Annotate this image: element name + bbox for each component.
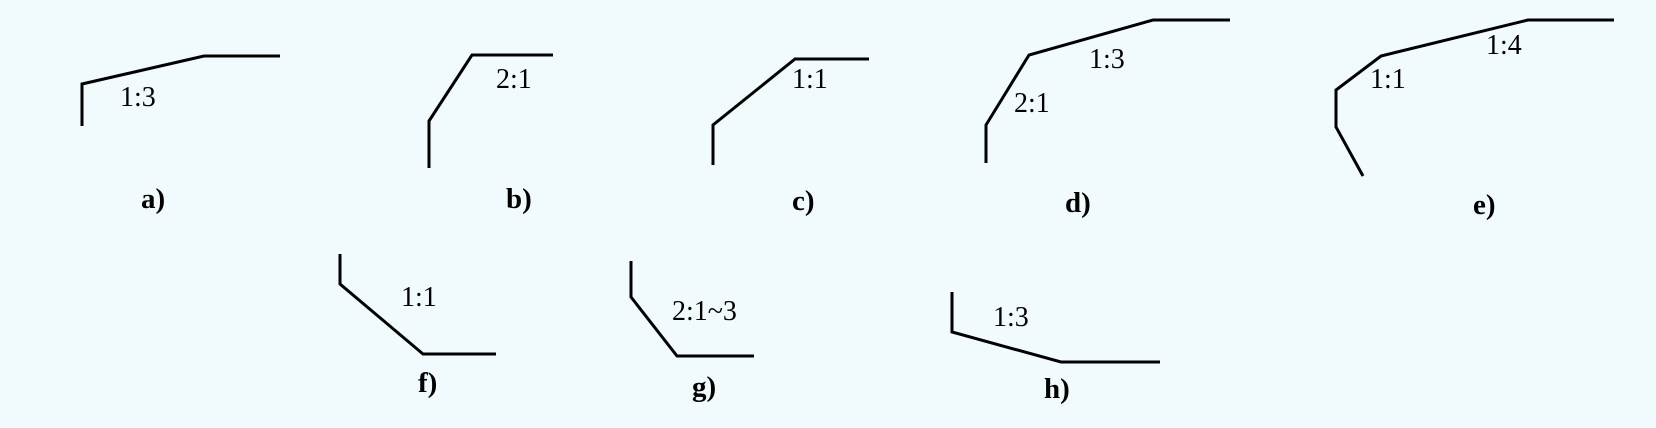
- figure-b-caption: b): [506, 183, 532, 215]
- figure-d-slope-label-upper: 1:3: [1089, 44, 1125, 75]
- figure-b-profile-line: [427, 53, 553, 168]
- figure-a-profile-line: [80, 54, 280, 126]
- figure-a-caption: a): [141, 183, 165, 215]
- figure-g-caption: g): [692, 371, 716, 403]
- figure-h-slope-label: 1:3: [993, 302, 1029, 333]
- figure-c-profile-line: [711, 57, 869, 165]
- figure-g: 2:1~3 g): [629, 261, 754, 403]
- figure-e: 1:1 1:4 e): [1334, 18, 1614, 221]
- figure-e-slope-label-lower: 1:1: [1370, 64, 1406, 95]
- figure-h-profile-line: [950, 292, 1160, 364]
- figure-g-slope-label: 2:1~3: [672, 296, 737, 327]
- figure-d-slope-label-lower: 2:1: [1014, 88, 1050, 119]
- figure-d-caption: d): [1065, 187, 1091, 219]
- figure-d: 2:1 1:3 d): [984, 18, 1230, 219]
- figure-f-profile-line: [338, 254, 496, 356]
- figure-h-caption: h): [1044, 373, 1070, 405]
- figure-f: 1:1 f): [338, 254, 496, 399]
- figure-h: 1:3 h): [950, 292, 1160, 405]
- figure-a-slope-label: 1:3: [120, 82, 156, 113]
- figure-a: 1:3 a): [80, 54, 280, 215]
- figure-e-caption: e): [1473, 189, 1496, 221]
- figure-c-caption: c): [792, 185, 815, 217]
- figure-b: 2:1 b): [427, 53, 553, 215]
- figure-f-slope-label: 1:1: [401, 282, 437, 313]
- figure-c: 1:1 c): [711, 57, 869, 217]
- figure-c-slope-label: 1:1: [792, 64, 828, 95]
- figure-e-profile-line: [1334, 18, 1614, 177]
- figure-g-profile-line: [629, 261, 754, 358]
- figure-b-slope-label: 2:1: [496, 64, 532, 95]
- figure-d-profile-line: [984, 18, 1230, 163]
- figure-f-caption: f): [418, 367, 437, 399]
- figure-e-slope-label-upper: 1:4: [1486, 30, 1522, 61]
